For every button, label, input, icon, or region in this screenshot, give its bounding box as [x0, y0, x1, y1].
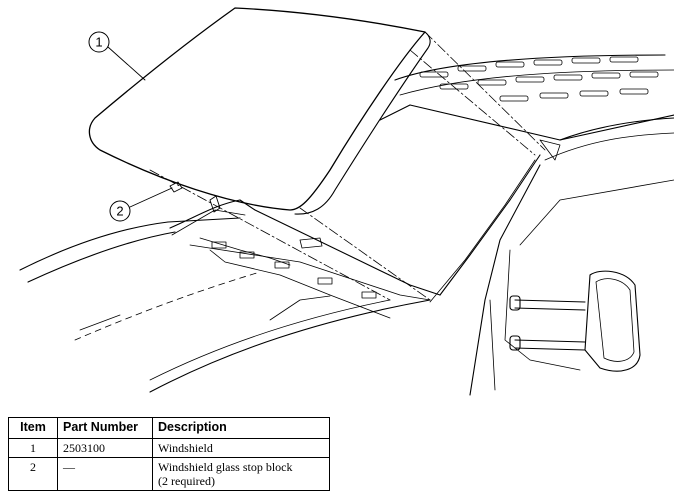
row-1-description-text: Windshield	[158, 441, 213, 455]
callout-2-number: 2	[116, 204, 123, 219]
door-and-window	[469, 117, 674, 396]
row-2-description: Windshield glass stop block (2 required)	[152, 457, 330, 491]
alignment-lines	[149, 31, 546, 301]
hood	[19, 217, 431, 393]
callout-2: 2	[109, 187, 173, 222]
callout-1: 1	[88, 31, 146, 81]
windshield-exploded-illustration: 1 2	[19, 7, 674, 396]
roof	[379, 54, 674, 161]
table-row: 2 — Windshield glass stop block (2 requi…	[8, 457, 330, 491]
windshield-glass-stop-block	[169, 181, 221, 213]
row-2-description-note: (2 required)	[158, 474, 215, 488]
row-1-description: Windshield	[152, 438, 330, 458]
windshield-glass	[88, 7, 431, 215]
header-item: Item	[8, 417, 58, 439]
header-part-number: Part Number	[57, 417, 153, 439]
row-2-item: 2	[8, 457, 58, 491]
row-1-item: 1	[8, 438, 58, 458]
callout-1-number: 1	[95, 35, 102, 50]
side-mirror	[509, 270, 641, 372]
header-description: Description	[152, 417, 330, 439]
row-1-part-number: 2503100	[57, 438, 153, 458]
table-row: 1 2503100 Windshield	[8, 438, 330, 458]
cowl-and-opening	[169, 154, 541, 319]
parts-legend-table: Item Part Number Description 1 2503100 W…	[8, 417, 330, 491]
row-2-part-number: —	[57, 457, 153, 491]
row-2-description-text: Windshield glass stop block	[158, 460, 293, 474]
legend-header-row: Item Part Number Description	[8, 417, 330, 439]
